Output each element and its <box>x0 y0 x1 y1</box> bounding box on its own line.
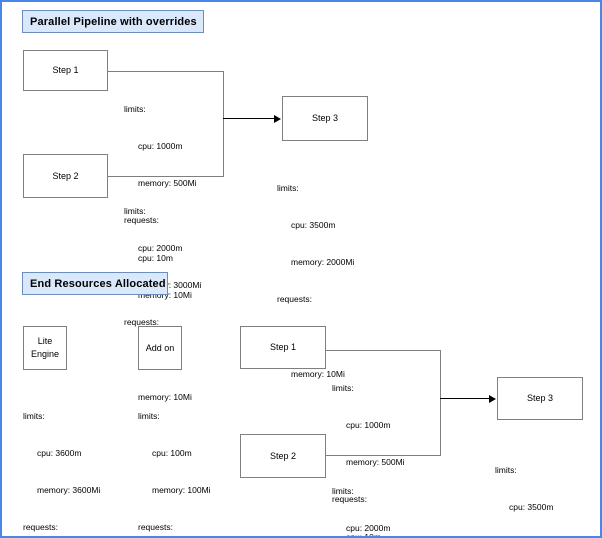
spec-requests-memory: memory: 10Mi <box>138 391 192 402</box>
arrow-head-top-step-3-icon <box>274 114 281 123</box>
arrow-head-bottom-step-3-icon <box>489 394 496 403</box>
spec-limits-label: limits: <box>124 205 146 216</box>
arrow-top-to-step-3 <box>223 118 275 119</box>
connector-bottom-junction-upper <box>440 350 441 398</box>
spec-limits-label: limits: <box>495 464 517 475</box>
spec-requests-cpu: cpu: 10m <box>346 531 381 538</box>
spec-lite-engine: limits: cpu: 3600m memory: 3600Mi reques… <box>23 385 101 536</box>
spec-limits-memory: memory: 2000Mi <box>291 257 355 268</box>
section-title-parallel-pipeline: Parallel Pipeline with overrides <box>22 10 204 33</box>
spec-limits-memory: memory: 500Mi <box>346 457 405 468</box>
spec-limits-memory: memory: 100Mi <box>152 485 211 496</box>
spec-limits-cpu: cpu: 2000m <box>138 243 183 254</box>
node-top-step-3[interactable]: Step 3 <box>282 96 368 141</box>
arrow-bottom-to-step-3 <box>440 398 490 399</box>
node-label-line-2: Engine <box>30 349 60 359</box>
connector-bottom-junction-lower <box>440 398 441 455</box>
spec-limits-cpu: cpu: 3500m <box>509 502 554 513</box>
spec-limits-label: limits: <box>138 410 160 421</box>
spec-bottom-step-3: limits: cpu: 3500m memory: 2000Mi reques… <box>495 439 572 536</box>
node-bottom-step-3[interactable]: Step 3 <box>497 377 583 420</box>
connector-top-junction-upper <box>223 71 224 118</box>
spec-limits-cpu: cpu: 2000m <box>346 523 391 534</box>
spec-limits-cpu: cpu: 1000m <box>138 141 183 152</box>
spec-requests-label: requests: <box>138 522 173 533</box>
spec-requests-label: requests: <box>332 494 367 505</box>
section-title-end-resources: End Resources Allocated <box>22 272 168 295</box>
spec-limits-memory: memory: 3600Mi <box>37 485 101 496</box>
node-label-line-1: Lite <box>37 336 53 346</box>
spec-limits-cpu: cpu: 1000m <box>346 420 391 431</box>
connector-top-step-2 <box>108 176 224 177</box>
node-bottom-step-2[interactable]: Step 2 <box>240 434 326 478</box>
spec-requests-label: requests: <box>124 317 159 328</box>
spec-add-on: limits: cpu: 100m memory: 100Mi requests… <box>138 385 211 536</box>
spec-requests-memory: memory: 10Mi <box>291 368 345 379</box>
spec-requests-label: requests: <box>124 215 159 226</box>
node-add-on[interactable]: Add on <box>138 326 182 370</box>
node-lite-engine[interactable]: Lite Engine <box>23 326 67 370</box>
spec-limits-cpu: cpu: 3500m <box>291 220 336 231</box>
node-top-step-1[interactable]: Step 1 <box>23 50 108 91</box>
connector-top-step-1 <box>108 71 224 72</box>
spec-requests-label: requests: <box>23 522 58 533</box>
spec-limits-label: limits: <box>277 182 299 193</box>
spec-limits-cpu: cpu: 100m <box>152 448 192 459</box>
spec-limits-label: limits: <box>332 485 354 496</box>
spec-bottom-step-1: limits: cpu: 1000m memory: 500Mi request… <box>332 357 405 538</box>
spec-limits-memory: memory: 500Mi <box>138 178 197 189</box>
spec-limits-cpu: cpu: 3600m <box>37 448 82 459</box>
spec-limits-label: limits: <box>23 410 45 421</box>
spec-bottom-step-2: limits: cpu: 2000m memory: 3000Mi reques… <box>332 460 409 536</box>
node-top-step-2[interactable]: Step 2 <box>23 154 108 198</box>
spec-requests-label: requests: <box>277 294 312 305</box>
node-bottom-step-1[interactable]: Step 1 <box>240 326 326 369</box>
connector-top-junction-lower <box>223 118 224 176</box>
spec-requests-cpu: cpu: 10m <box>138 252 173 263</box>
connector-bottom-step-1 <box>326 350 441 351</box>
spec-limits-label: limits: <box>332 382 354 393</box>
connector-bottom-step-2 <box>326 455 441 456</box>
spec-limits-label: limits: <box>124 103 146 114</box>
